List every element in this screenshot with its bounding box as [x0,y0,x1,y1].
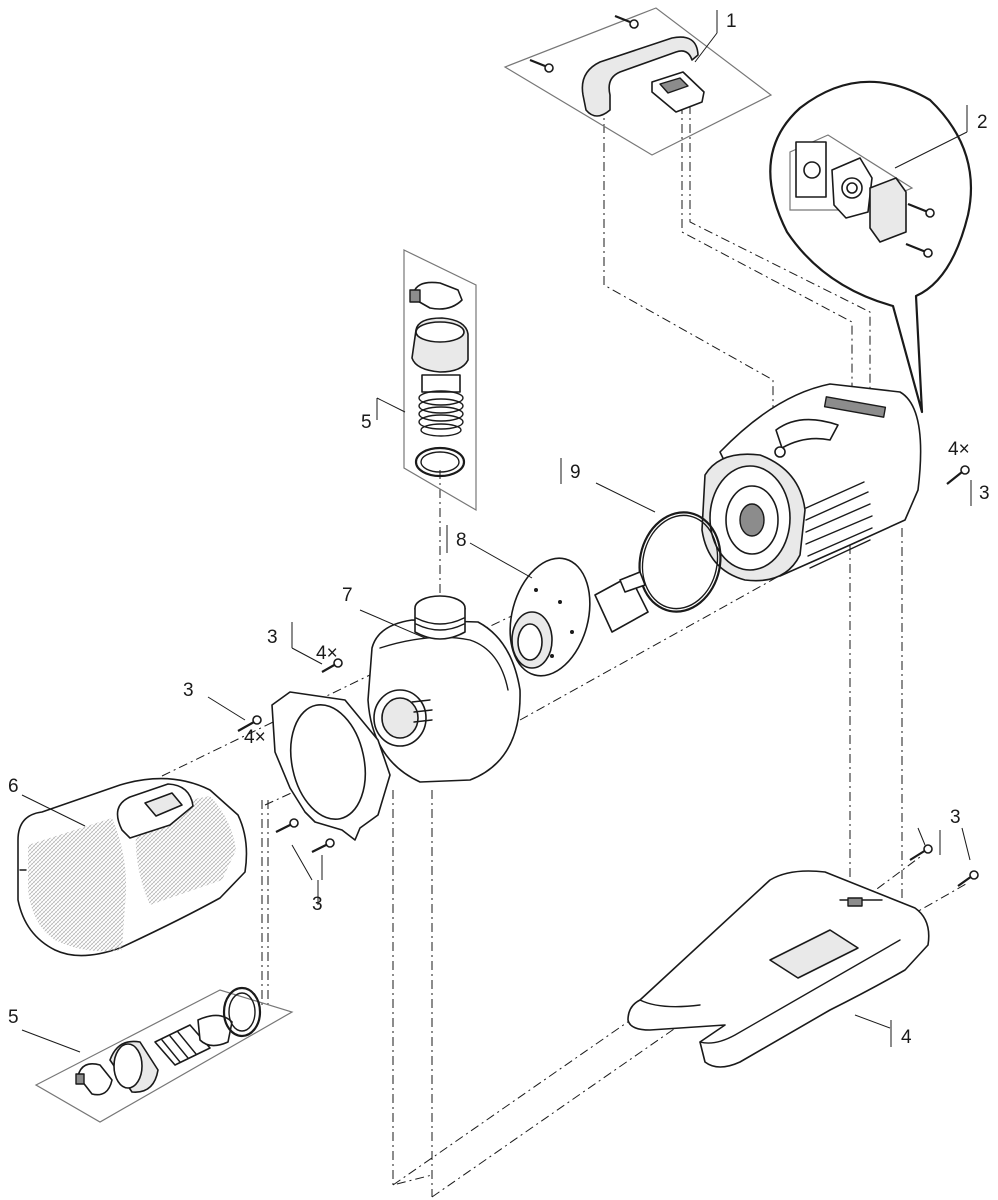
motor-housing [701,383,922,582]
o-ring-seal [638,511,722,613]
hose-kit-top [403,249,477,512]
callout-8: 8 [456,530,467,551]
gland-cover [869,177,907,243]
handle [581,36,699,117]
callout-3-motor: 3 [979,483,990,504]
screw-icon [237,715,262,732]
callout-2: 2 [977,112,988,133]
pump-base [627,870,930,1068]
callout-3-left-bottom: 3 [312,894,323,915]
screw-icon [311,838,335,853]
callout-5-bottom: 5 [8,1007,19,1028]
callout-6: 6 [8,776,19,797]
hose-kit-bottom [34,986,294,1123]
handle-assembly [503,7,773,156]
screw-icon [905,242,933,258]
leader-lines [21,10,972,1053]
screw-icon [614,14,639,29]
detail-magnifier [769,80,972,414]
motor-fins [805,481,873,569]
callout-3-left-mid: 3 [183,680,194,701]
pump-housing [367,595,521,783]
callout-1: 1 [726,11,737,32]
cover-plate [271,691,391,841]
callout-qty-top: 4× [316,643,338,664]
callout-qty-left: 4× [244,727,266,748]
callout-9: 9 [570,462,581,483]
callout-qty-motor: 4× [948,439,970,460]
screws [237,465,979,887]
hose-ribs [154,1024,211,1066]
callout-3-left-top: 3 [267,627,278,648]
screw-icon [957,870,979,887]
screw-icon [321,658,343,673]
callout-labels: 1 2 4× 3 5 9 8 7 3 4× 3 4× 6 3 5 3 4 [8,11,990,1048]
rotor-impeller [509,557,649,677]
screw-icon [907,202,935,218]
handle-tray [503,7,773,156]
callout-3-base: 3 [950,807,961,828]
filter-housing [17,777,248,957]
screw-icon [275,818,299,833]
screw-icon [529,58,554,73]
screw-icon [946,465,970,485]
callout-7: 7 [342,585,353,606]
hose-ribs [418,390,464,437]
callout-5-top: 5 [361,412,372,433]
screw-icon [909,844,933,861]
callout-4: 4 [901,1027,912,1048]
